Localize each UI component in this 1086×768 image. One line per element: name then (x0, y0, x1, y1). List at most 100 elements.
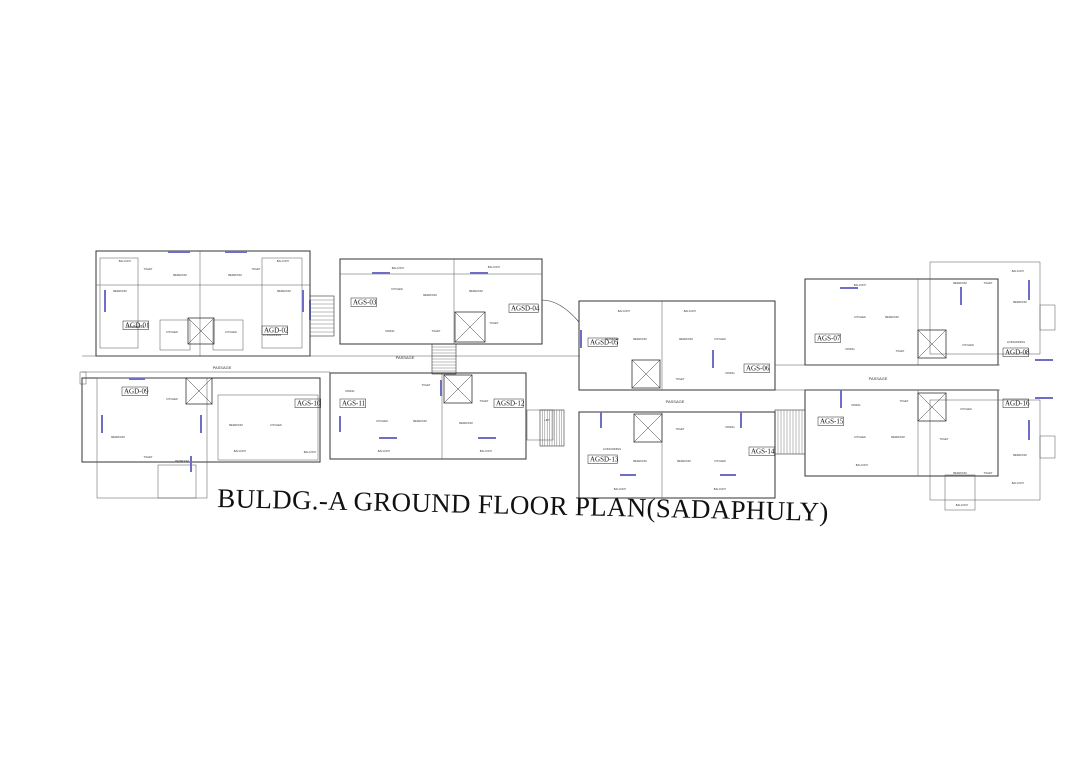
unit-tag-text: AGD-01 (125, 322, 150, 330)
unit-tags: AGD-01AGD-02AGS-03AGSD-04AGSD-05AGS-06AG… (121, 297, 1030, 464)
room-label: BEDROOM (633, 459, 646, 463)
room-label: BEDROOM (423, 293, 436, 297)
unit-tag-agsd-13: AGSD-13 (587, 454, 619, 464)
wall (1039, 435, 1056, 459)
window-mark (339, 416, 341, 432)
room-label: DINING (345, 389, 354, 393)
room-label: BALCONY (618, 309, 631, 313)
room-label: KITCHEN (854, 435, 866, 439)
unit-tag-box (122, 320, 149, 330)
lift-cross (633, 413, 663, 443)
room-label: TOILET (675, 377, 684, 381)
room-label: TOILET (479, 399, 488, 403)
staircase (774, 409, 806, 455)
unit-tag-ags-07: AGS-07 (814, 333, 841, 343)
room-label: TOILET (895, 349, 904, 353)
unit-tag-box (339, 398, 366, 408)
window-mark (712, 350, 714, 368)
lift-box (185, 377, 213, 405)
room-label: BEDROOM (228, 273, 241, 277)
unit-tag-agsd-12: AGSD-12 (493, 398, 525, 408)
room-label: BALCONY (234, 449, 247, 453)
room-label: TOILET (983, 471, 992, 475)
room-label: BEDROOM (679, 337, 692, 341)
room-labels: BEDROOM BEDROOM BEDROOM BEDROOM TOILET TOILET… (111, 259, 1026, 507)
room-label: TOILET (983, 281, 992, 285)
room-label: LIVING/DINING (263, 333, 281, 337)
room-label: BEDROOM (459, 421, 472, 425)
room-label: KITCHEN (376, 419, 388, 423)
window-mark (440, 380, 442, 396)
lift-cross (454, 311, 486, 343)
room-label: BEDROOM (113, 289, 126, 293)
wall (217, 394, 319, 461)
unit-tag-ags-11: AGS-11 (339, 398, 366, 408)
room-label: BALCONY (614, 487, 627, 491)
lift-cross (187, 317, 215, 345)
lift-box (454, 311, 486, 343)
lift-box (633, 413, 663, 443)
window-mark (200, 415, 202, 433)
room-label: BALCONY (488, 265, 501, 269)
window-mark (720, 474, 736, 476)
room-label: BEDROOM (605, 337, 618, 341)
room-label: BEDROOM (1013, 453, 1026, 457)
lift-shaft (454, 311, 486, 343)
unit-tag-ags-14: AGS-14 (748, 446, 775, 456)
window-mark (478, 437, 496, 439)
room-label: BEDROOM (885, 315, 898, 319)
lift-box (443, 374, 473, 404)
room-label: TOILET (939, 437, 948, 441)
room-label: BEDROOM (111, 435, 124, 439)
room-label: DINING (851, 403, 860, 407)
lift-label: LIFT (544, 418, 550, 422)
room-label: BEDROOM (953, 281, 966, 285)
lift-box (917, 392, 947, 422)
room-label: KITCHEN (166, 397, 178, 401)
unit-tag-text: AGS-15 (820, 418, 844, 426)
unit-tag-box (121, 386, 148, 396)
window-mark (225, 251, 247, 253)
room-label: BEDROOM (173, 273, 186, 277)
staircase (431, 343, 457, 375)
unit-tag-text: AGSD-04 (511, 305, 540, 313)
unit-tag-box (1002, 347, 1029, 357)
room-label: BALCONY (277, 259, 290, 263)
room-label: KITCHEN (166, 330, 178, 334)
staircase (309, 295, 335, 337)
unit-tag-box (587, 454, 618, 464)
room-label: KITCHEN (962, 343, 974, 347)
unit-tag-agd-01: AGD-01 (122, 320, 150, 330)
wall (929, 399, 1041, 501)
lift-shaft (443, 374, 473, 404)
window-mark (1035, 397, 1053, 399)
room-label: BALCONY (1012, 481, 1025, 485)
unit-tag-box (294, 398, 321, 408)
wall (157, 464, 197, 499)
room-label: TOILET (251, 267, 260, 271)
lift-cross (917, 392, 947, 422)
unit-tag-ags-10: AGS-10 (294, 398, 321, 408)
unit-tag-ags-03: AGS-03 (350, 297, 377, 307)
unit-tag-text: AGS-03 (353, 299, 377, 307)
room-label: BALCONY (119, 259, 132, 263)
window-mark (302, 290, 304, 312)
window-mark (1028, 420, 1030, 440)
room-label: TOILET (431, 329, 440, 333)
lift-shaft (631, 359, 661, 389)
unit-tag-agd-08: AGD-08 (1002, 347, 1030, 357)
lift-box (631, 359, 661, 389)
room-label: BALCONY (856, 463, 869, 467)
room-label: LIVING/DINING (1007, 340, 1025, 344)
window-mark (129, 378, 145, 380)
unit-tag-text: AGSD-13 (590, 456, 619, 464)
room-label: KITCHEN (714, 459, 726, 463)
wall (212, 319, 244, 351)
unit-tag-box (493, 398, 524, 408)
unit-tag-box (817, 416, 844, 426)
wall (944, 474, 976, 511)
lift-cross (185, 377, 213, 405)
lift-shaft (917, 329, 947, 359)
room-label: LIVING/DINING (603, 447, 621, 451)
